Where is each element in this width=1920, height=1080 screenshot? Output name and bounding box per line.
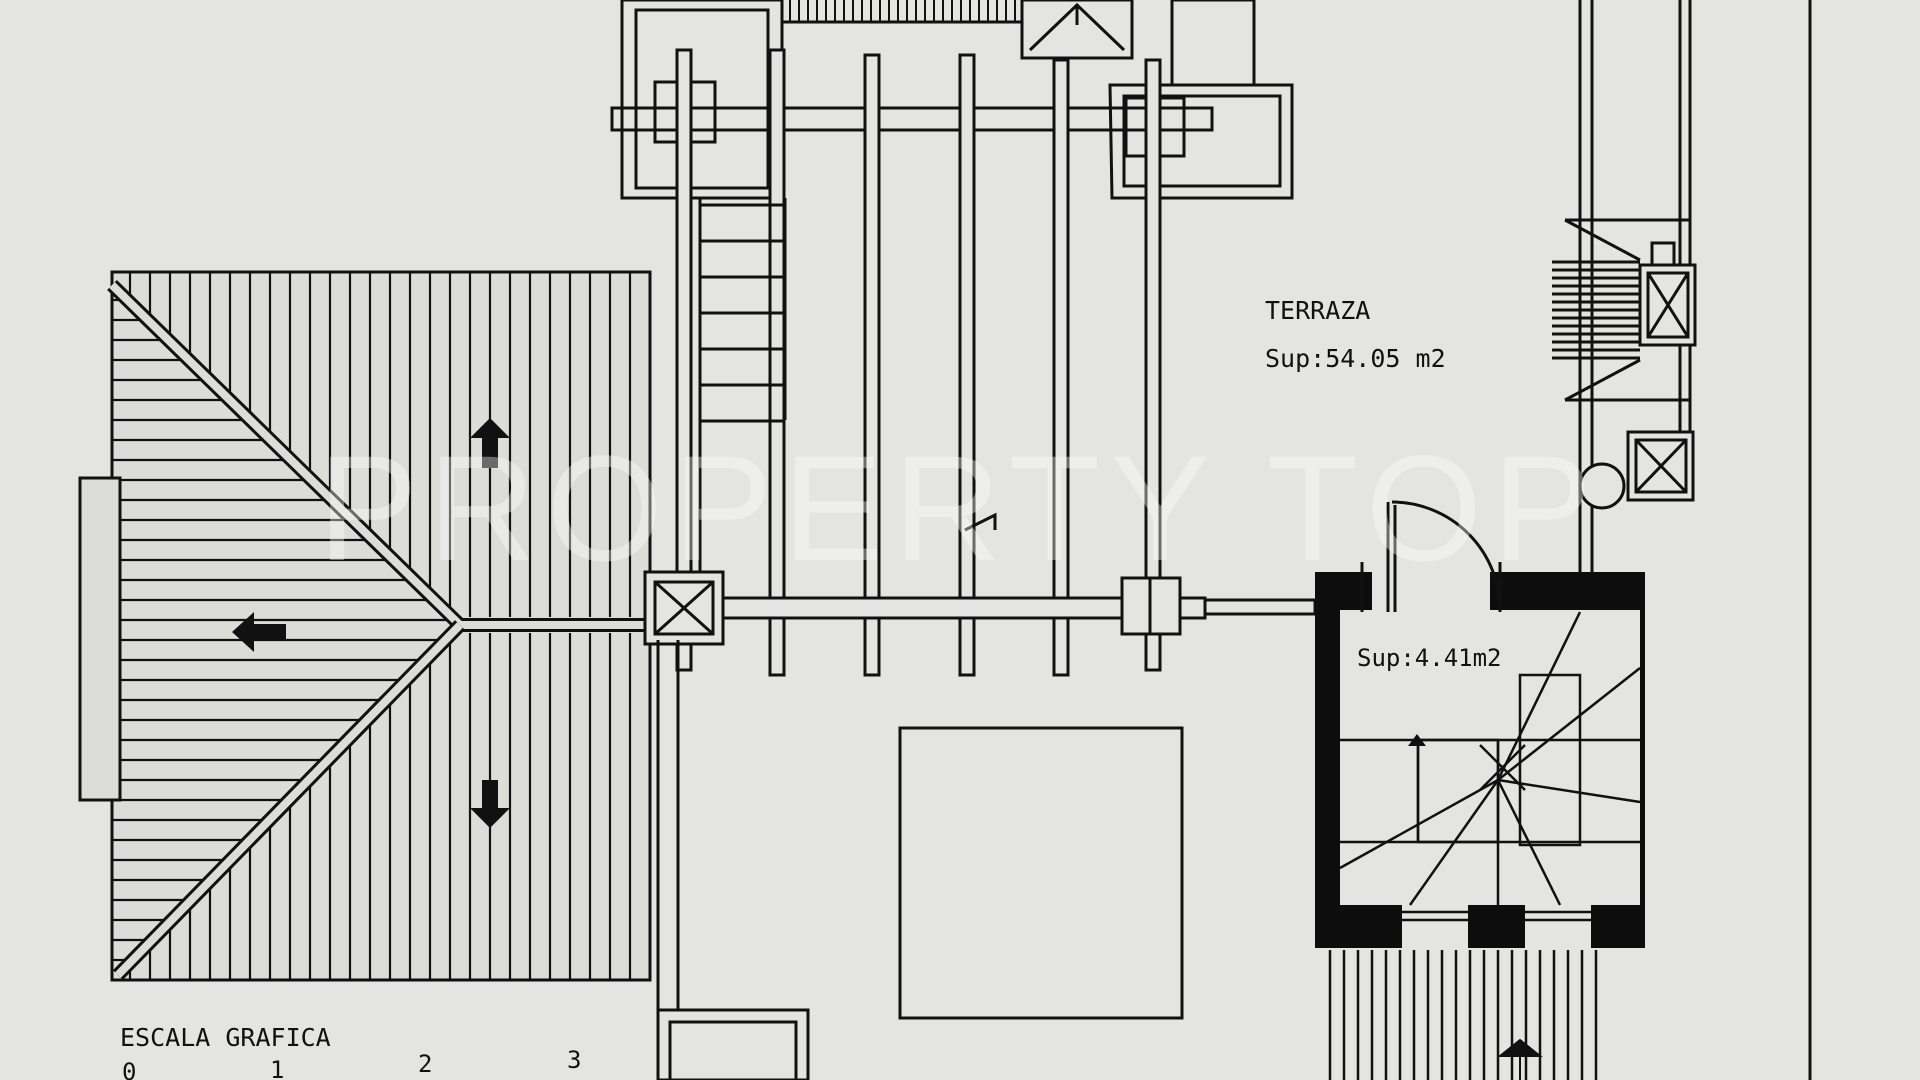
stair-room-area-label: Sup:4.41m2 bbox=[1357, 644, 1502, 672]
beam-v-1 bbox=[675, 48, 693, 672]
roof-ridge-lower-inner bbox=[115, 622, 463, 978]
post-right-lower bbox=[1626, 430, 1695, 502]
door-opening bbox=[1372, 562, 1490, 612]
roof-horizontal-tiles bbox=[112, 298, 447, 962]
beam-notch bbox=[964, 512, 997, 532]
beam-v-3 bbox=[863, 53, 881, 677]
drain-circle bbox=[1578, 462, 1626, 510]
arrow-up-icon bbox=[470, 418, 510, 468]
steps-lines bbox=[1552, 260, 1640, 360]
post-bottom-left bbox=[656, 1008, 810, 1080]
box-top bbox=[1170, 0, 1256, 87]
post-block-top-left-inner bbox=[634, 8, 770, 190]
scale-tick-1: 1 bbox=[270, 1056, 284, 1080]
terrace-left-wall bbox=[656, 640, 810, 1080]
stair-room bbox=[1315, 500, 1645, 950]
top-slats bbox=[789, 0, 1016, 22]
watermark: PROPERTY TOP bbox=[318, 424, 1602, 592]
stair-room-walls bbox=[1315, 572, 1645, 948]
post-block-top-right-inner bbox=[1122, 94, 1282, 188]
roof-slope-arrows bbox=[232, 418, 510, 828]
arrow-left-icon bbox=[232, 612, 286, 652]
roof-eave-ledge bbox=[78, 476, 122, 802]
graphic-scale: ESCALA GRAFICA 0 1 2 3 bbox=[120, 1023, 581, 1080]
scale-tick-3: 3 bbox=[567, 1046, 581, 1074]
pergola-beam-top bbox=[610, 106, 1214, 132]
scale-title: ESCALA GRAFICA bbox=[120, 1023, 331, 1052]
stair-up-arrow-icon bbox=[1408, 734, 1426, 746]
central-table-outline bbox=[898, 726, 1184, 1020]
ladder-rails bbox=[698, 198, 787, 620]
pergola-beams bbox=[675, 48, 1162, 677]
post-right-upper bbox=[1638, 241, 1697, 347]
bottom-railing bbox=[1328, 950, 1598, 1080]
beam-v-6 bbox=[1144, 58, 1162, 672]
beam-v-4 bbox=[958, 53, 976, 677]
beam-v-5 bbox=[1052, 58, 1070, 677]
terrace-area-label: Sup:54.05 m2 bbox=[1265, 344, 1446, 373]
ladder-rungs bbox=[700, 203, 785, 423]
beam-h-mid-right bbox=[1203, 598, 1317, 616]
chimney-top bbox=[1020, 0, 1134, 60]
post-center-left bbox=[643, 570, 725, 646]
roof-vertical-tiles bbox=[128, 272, 632, 980]
arrow-down-bottom-icon bbox=[1497, 1038, 1543, 1080]
middle-beam bbox=[643, 512, 1317, 620]
post-center-right bbox=[1120, 576, 1182, 636]
scale-tick-2: 2 bbox=[418, 1050, 432, 1078]
arrow-down-icon bbox=[470, 780, 510, 828]
scale-tick-0: 0 bbox=[122, 1058, 136, 1080]
door-swing-arc bbox=[1391, 500, 1502, 611]
terrace-label: TERRAZA bbox=[1265, 296, 1370, 325]
spiral-stair bbox=[1339, 611, 1641, 906]
hip-roof bbox=[78, 270, 652, 982]
